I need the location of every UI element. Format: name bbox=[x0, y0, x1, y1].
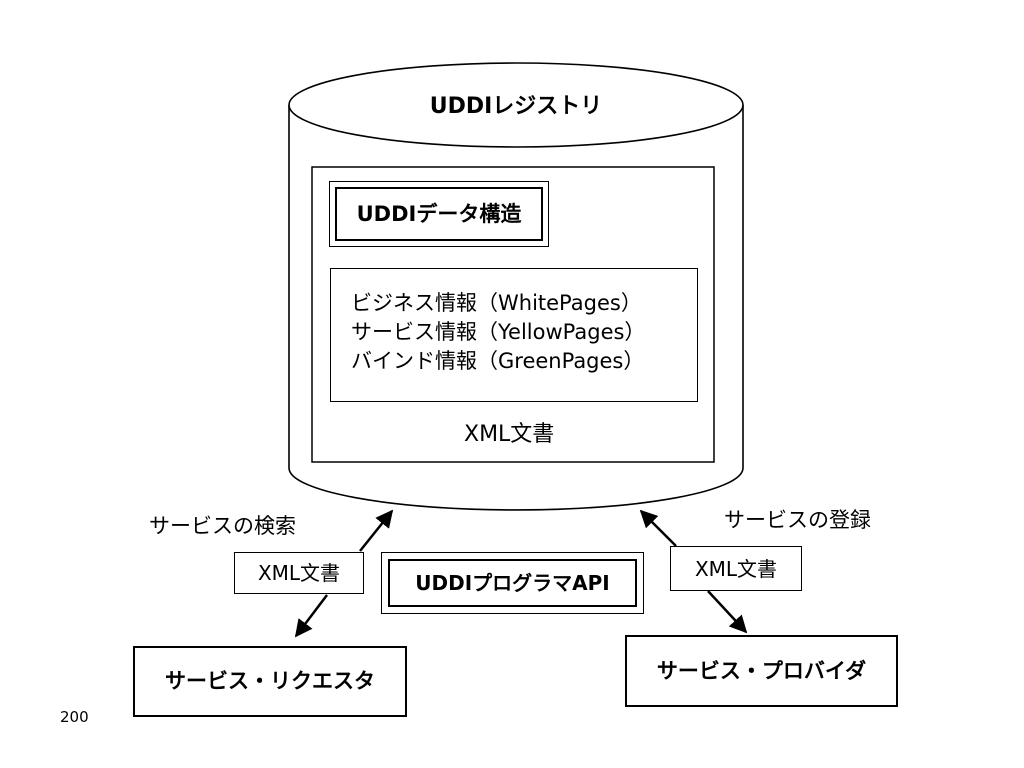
lookup-xml-document-label: XML文書 bbox=[257, 561, 341, 585]
lookup-arrow-down bbox=[294, 594, 328, 638]
register-arrow-down bbox=[707, 590, 748, 634]
register-xml-document-box: XML文書 bbox=[670, 546, 802, 591]
programmer-api-box: UDDIプログラマAPI bbox=[381, 552, 644, 614]
register-xml-document-label: XML文書 bbox=[694, 556, 778, 581]
xml-document-frame bbox=[311, 166, 715, 463]
service-provider-box: サービス・プロバイダ bbox=[625, 635, 898, 707]
data-structure-label: UDDIデータ構造 bbox=[356, 201, 522, 226]
service-requester-label: サービス・リクエスタ bbox=[165, 669, 375, 693]
registry-cylinder-top bbox=[288, 62, 744, 148]
register-arrow-up bbox=[639, 509, 677, 547]
registry-xml-document-label: XML文書 bbox=[464, 422, 555, 447]
service-requester-box: サービス・リクエスタ bbox=[133, 646, 407, 717]
footer-text: 200 bbox=[60, 708, 89, 726]
info-line-binding: バインド情報（GreenPages） bbox=[351, 349, 645, 373]
info-list-box: ビジネス情報（WhitePages） サービス情報（YellowPages） バ… bbox=[330, 268, 698, 402]
data-structure-inner-box: UDDIデータ構造 bbox=[335, 187, 543, 241]
programmer-api-label: UDDIプログラマAPI bbox=[415, 571, 610, 595]
lookup-caption: サービスの検索 bbox=[149, 514, 296, 538]
data-structure-box: UDDIデータ構造 bbox=[329, 181, 549, 247]
lookup-xml-document-box: XML文書 bbox=[234, 552, 364, 594]
lookup-arrow-up bbox=[359, 509, 394, 552]
service-provider-label: サービス・プロバイダ bbox=[656, 658, 867, 683]
programmer-api-inner-box: UDDIプログラマAPI bbox=[388, 559, 637, 607]
info-line-business: ビジネス情報（WhitePages） bbox=[351, 291, 642, 315]
register-caption: サービスの登録 bbox=[724, 508, 871, 532]
info-line-service: サービス情報（YellowPages） bbox=[351, 320, 646, 344]
registry-title: UDDIレジストリ bbox=[429, 94, 603, 119]
